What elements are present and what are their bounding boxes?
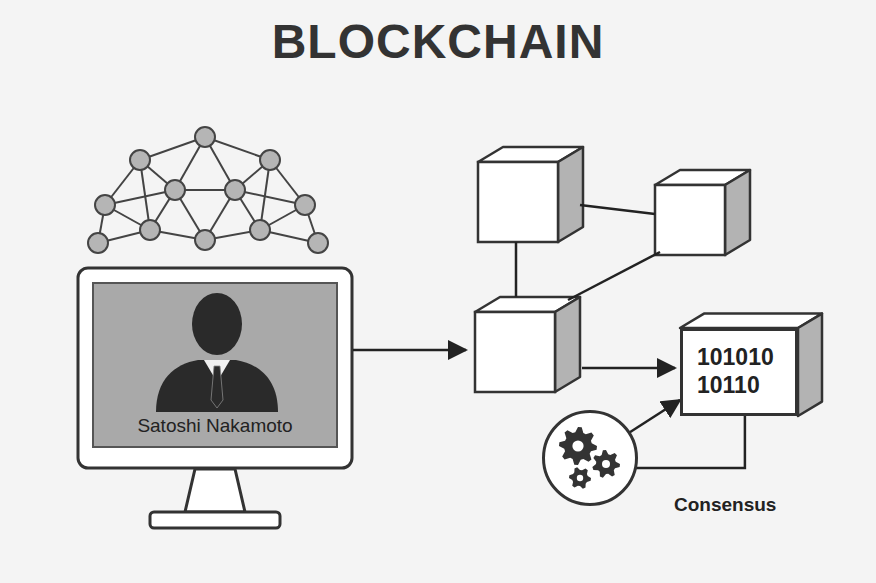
network-dot: [165, 180, 185, 200]
network-dot: [225, 180, 245, 200]
node-text: Consensus: [674, 494, 776, 517]
network-dot: [195, 127, 215, 147]
silhouette-head: [192, 293, 242, 355]
cube-front: [655, 185, 725, 255]
data-block: 101010 10110: [680, 328, 798, 416]
cube-side: [725, 170, 750, 255]
tie: [211, 366, 223, 408]
network-dot: [88, 233, 108, 253]
arrow-line: [353, 349, 466, 352]
cube-side: [555, 297, 580, 392]
node-text: Satoshi Nakamoto: [137, 415, 292, 438]
node-text: 101010 10110: [697, 344, 781, 399]
chain-link: [580, 205, 655, 214]
arrow-line: [582, 367, 675, 370]
monitor-frame: [78, 268, 352, 468]
network-dot: [140, 220, 160, 240]
monitor-neck: [185, 469, 245, 512]
gear-hole: [577, 475, 583, 481]
chain-link: [515, 242, 518, 297]
cube-front: [475, 312, 555, 392]
gear-hole: [572, 440, 583, 451]
cube-front: [478, 162, 558, 242]
monitor-base: [150, 512, 280, 528]
cube-side: [798, 314, 822, 416]
network-dot: [130, 150, 150, 170]
network-dot: [195, 230, 215, 250]
consensus-gear: Consensus: [542, 410, 638, 506]
cube-side: [558, 147, 583, 242]
network-dot: [308, 233, 328, 253]
circle-outline: [544, 412, 637, 505]
network-dot: [250, 220, 270, 240]
silhouette-body: [156, 360, 278, 412]
chain-link: [568, 252, 660, 300]
gear-icon: [559, 427, 597, 465]
circle-outline: [542, 410, 638, 506]
page-title: BLOCKCHAIN: [0, 14, 876, 69]
connector: [629, 400, 680, 433]
monitor-screen: Satoshi Nakamoto: [92, 282, 338, 448]
data-block-faces: [680, 314, 822, 416]
gear-icon: [569, 467, 591, 488]
network-dot: [95, 195, 115, 215]
gear-hole: [602, 460, 610, 468]
gear-icon: [592, 450, 620, 478]
network-sphere: [88, 127, 328, 253]
network-dot: [295, 195, 315, 215]
connector: [635, 416, 744, 468]
network-dot: [260, 150, 280, 170]
